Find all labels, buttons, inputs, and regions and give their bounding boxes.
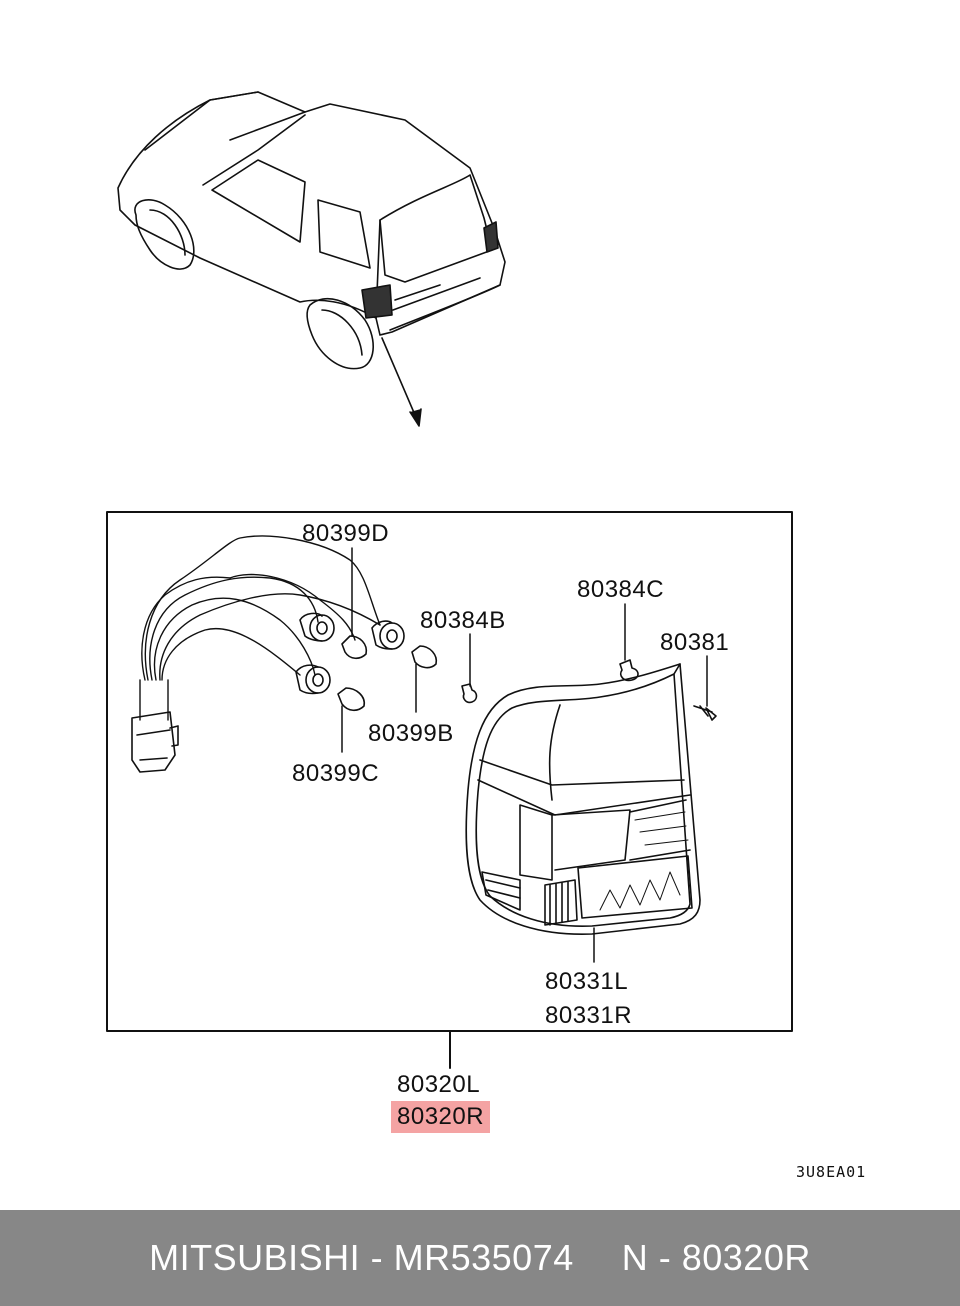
screw-80381 — [693, 705, 717, 721]
bulb-80399B — [411, 645, 438, 669]
socket-lower — [295, 664, 331, 695]
label-80399D: 80399D — [302, 520, 390, 547]
tail-lamp — [465, 663, 701, 935]
label-80384B: 80384B — [420, 607, 506, 634]
socket-upper — [299, 612, 335, 642]
label-80399B: 80399B — [368, 720, 454, 747]
vehicle-illustration — [117, 91, 506, 370]
clip-80384B — [461, 683, 478, 704]
label-80331R: 80331R — [545, 1002, 633, 1029]
bulb-80399C — [337, 687, 366, 712]
label-80381: 80381 — [660, 629, 730, 656]
pointer-arrow — [381, 337, 422, 427]
footer-reference: N - 80320R — [621, 1237, 811, 1278]
parts-diagram — [106, 91, 793, 1069]
socket-right — [371, 620, 405, 650]
label-80320R-highlighted: 80320R — [391, 1101, 491, 1133]
wiring-harness — [139, 535, 381, 721]
connector — [131, 711, 179, 773]
label-80320L: 80320L — [397, 1071, 481, 1098]
leader-lines — [341, 547, 708, 963]
bulb-80399D — [341, 635, 368, 660]
label-80331L: 80331L — [545, 968, 629, 995]
clip-80384C — [619, 659, 639, 682]
diagram-code: 3U8EA01 — [796, 1163, 867, 1181]
label-80384C: 80384C — [577, 576, 665, 603]
footer-brand-part: MITSUBISHI - MR535074 — [149, 1237, 574, 1278]
label-80399C: 80399C — [292, 760, 380, 787]
footer-bar: MITSUBISHI - MR535074 N - 80320R — [0, 1210, 960, 1306]
